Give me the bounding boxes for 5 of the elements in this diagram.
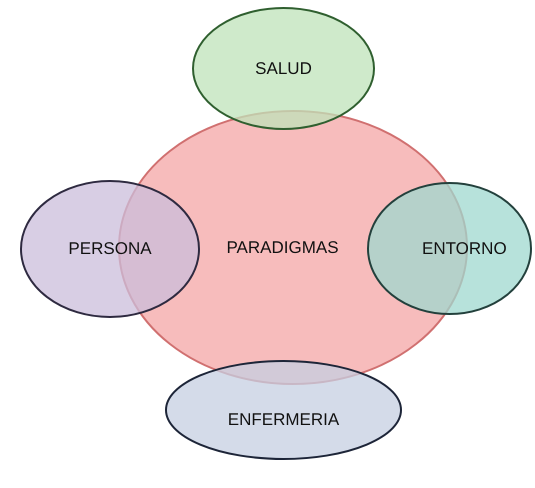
node-label: SALUD [255,58,312,78]
node-label: ENTORNO [422,238,507,258]
node-label: PARADIGMAS [226,238,339,258]
node-label: ENFERMERIA [228,410,340,430]
node-label: PERSONA [68,239,152,259]
